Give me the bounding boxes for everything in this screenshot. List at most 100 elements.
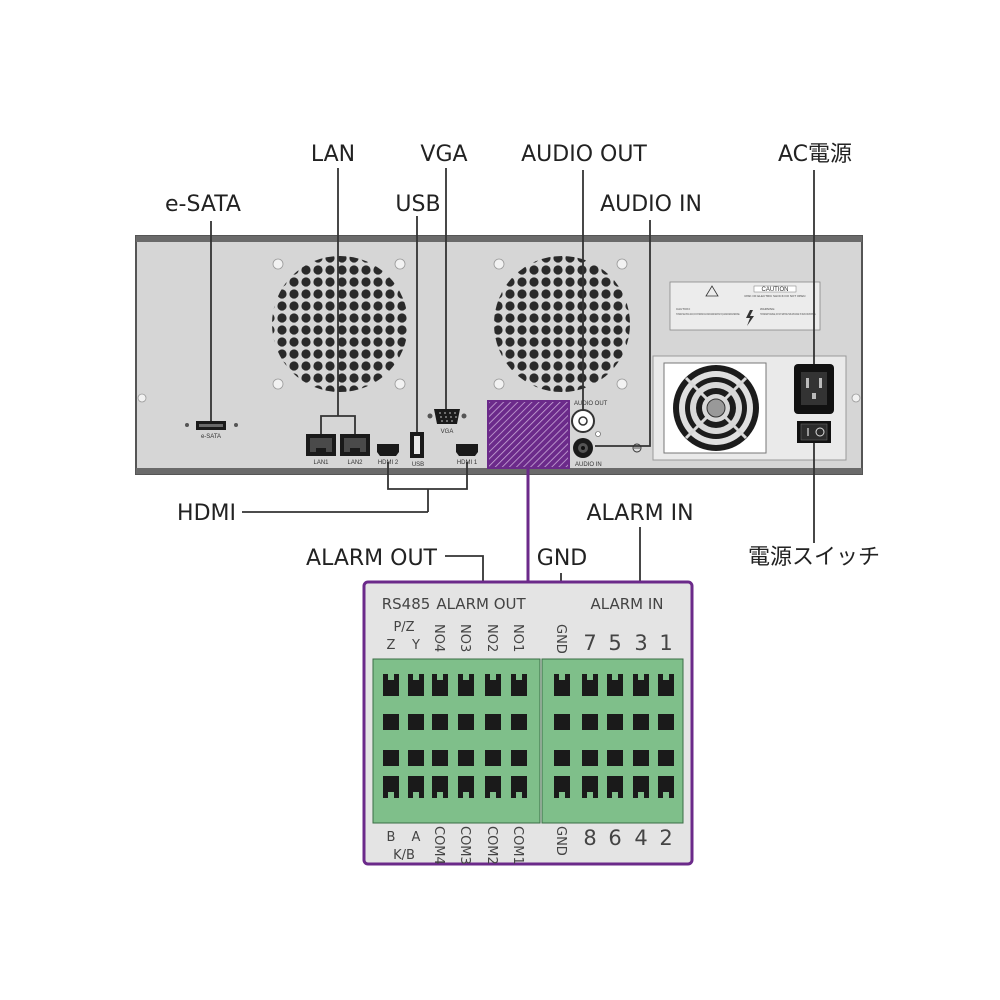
lan1-port[interactable] <box>306 434 336 456</box>
caution-left-heading: CAUTION: <box>676 307 691 311</box>
hdmi2-port[interactable] <box>377 444 399 456</box>
lan2-port[interactable] <box>340 434 370 456</box>
pin-label-top: 3 <box>634 631 647 655</box>
callout-alarm-in: ALARM IN <box>586 501 693 526</box>
pin-label-top: 5 <box>608 631 621 655</box>
pz-label: P/Z <box>393 620 414 635</box>
lightning-icon <box>746 310 754 326</box>
audio-in-label: AUDIO IN <box>575 462 602 468</box>
caution-subtitle: RISK OF ELECTRIC SHOCK DO NOT OPEN <box>745 294 806 298</box>
terminal-screw-icon <box>458 776 474 798</box>
fan-grille-left <box>272 256 408 392</box>
alarm-terminal-block-highlight <box>487 400 570 469</box>
hdmi1-port[interactable] <box>456 444 478 456</box>
alarm-out-header: ALARM OUT <box>436 595 526 613</box>
callout-audio-out: AUDIO OUT <box>521 142 647 167</box>
terminal-square-lower <box>633 750 649 766</box>
callout-hdmi: HDMI <box>177 501 236 526</box>
terminal-square-upper <box>658 714 674 730</box>
terminal-screw-icon <box>658 776 674 798</box>
pin-label-bottom: 2 <box>659 826 672 850</box>
terminal-screw-icon <box>383 776 399 798</box>
terminal-square-lower <box>582 750 598 766</box>
terminal-square-upper <box>633 714 649 730</box>
lan2-label: LAN2 <box>347 460 363 466</box>
pin-label-top: NO2 <box>484 624 499 652</box>
terminal-pins <box>383 674 674 798</box>
esata-port[interactable] <box>196 421 226 430</box>
callout-lan: LAN <box>311 142 355 167</box>
terminal-screw-icon <box>633 674 649 696</box>
terminal-square-upper <box>607 714 623 730</box>
terminal-square-lower <box>554 750 570 766</box>
terminal-square-upper <box>458 714 474 730</box>
terminal-screw-icon <box>485 674 501 696</box>
callout-vga: VGA <box>420 142 467 167</box>
audio-out-jack[interactable] <box>571 409 595 433</box>
usb-port[interactable] <box>410 432 424 458</box>
pin-label-top: GND <box>553 624 568 654</box>
callout-usb: USB <box>395 192 440 217</box>
alarm-in-header: ALARM IN <box>590 595 663 613</box>
vga-port[interactable] <box>427 409 467 424</box>
fan-grille-center <box>494 256 630 392</box>
terminal-square-upper <box>432 714 448 730</box>
callout-ac-power: AC電源 <box>778 142 852 167</box>
warning-triangle-icon <box>705 285 719 297</box>
pin-label-bottom: 4 <box>634 826 647 850</box>
terminal-screw-icon <box>582 776 598 798</box>
terminal-square-lower <box>658 750 674 766</box>
pin-label-top: 7 <box>583 631 596 655</box>
pin-label-bottom: GND <box>553 826 568 856</box>
psu-fan-icon <box>673 365 759 451</box>
terminal-screw-icon <box>458 674 474 696</box>
caution-label: CAUTION RISK OF ELECTRIC SHOCK DO NOT OP… <box>669 281 821 331</box>
terminal-square-lower <box>458 750 474 766</box>
terminal-square-lower <box>383 750 399 766</box>
terminal-screw-icon <box>554 674 570 696</box>
terminal-screw-icon <box>511 674 527 696</box>
ac-inlet[interactable] <box>794 364 834 414</box>
terminal-screw-icon <box>554 776 570 798</box>
terminal-screw-icon <box>582 674 598 696</box>
terminal-square-lower <box>607 750 623 766</box>
pin-label-bottom: 8 <box>583 826 596 850</box>
callout-alarm-out: ALARM OUT <box>306 546 438 571</box>
lan1-label: LAN1 <box>313 460 329 466</box>
pin-label-bottom: COM4 <box>431 826 446 865</box>
callout-audio-in: AUDIO IN <box>600 192 702 217</box>
rs485-header: RS485 <box>382 595 431 613</box>
esata-port-label: e-SATA <box>201 434 221 440</box>
terminal-square-upper <box>582 714 598 730</box>
pin-label-top: NO3 <box>457 624 472 652</box>
terminal-screw-icon <box>408 776 424 798</box>
pin-label-bottom: 6 <box>608 826 621 850</box>
caution-title: CAUTION <box>762 287 789 293</box>
terminal-square-lower <box>408 750 424 766</box>
pin-label-top: Y <box>411 638 420 653</box>
terminal-square-lower <box>485 750 501 766</box>
audio-in-jack[interactable] <box>573 438 593 458</box>
terminal-square-lower <box>511 750 527 766</box>
terminal-screw-icon <box>658 674 674 696</box>
callout-power-switch: 電源スイッチ <box>748 545 880 570</box>
terminal-screw-icon <box>432 776 448 798</box>
pin-label-top: 1 <box>659 631 672 655</box>
terminal-square-upper <box>408 714 424 730</box>
terminal-square-upper <box>485 714 501 730</box>
terminal-screw-icon <box>485 776 501 798</box>
terminal-screw-icon <box>511 776 527 798</box>
callout-gnd: GND <box>537 546 587 571</box>
power-switch[interactable] <box>797 421 831 443</box>
kb-label: K/B <box>393 848 415 863</box>
caution-left-text: TO PREVENT ELECTRICAL SHOCK, DO NOT REMO… <box>676 312 740 316</box>
terminal-square-upper <box>511 714 527 730</box>
pin-label-bottom: B <box>387 830 396 845</box>
terminal-screw-icon <box>633 776 649 798</box>
caution-right-heading: WARNING: <box>760 307 775 311</box>
pin-label-bottom: COM2 <box>484 826 499 865</box>
terminal-screw-icon <box>408 674 424 696</box>
pin-label-top: NO4 <box>431 624 446 652</box>
